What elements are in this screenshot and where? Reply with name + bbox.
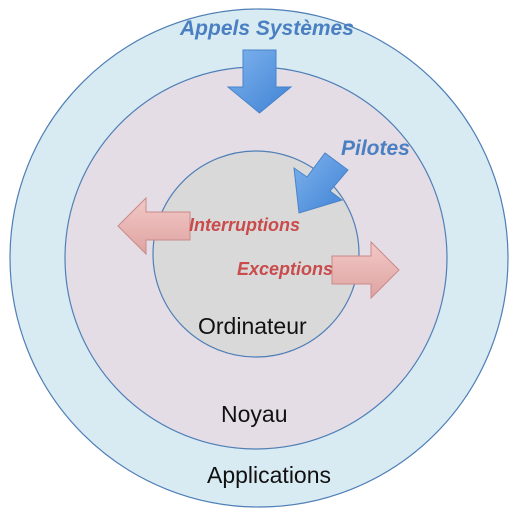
applications-label: Applications	[207, 462, 332, 488]
noyau-label: Noyau	[221, 401, 288, 427]
pilotes-label: Pilotes	[341, 137, 410, 160]
interruptions-label: Interruptions	[189, 215, 300, 235]
exceptions-arrow	[331, 240, 400, 300]
interruptions-arrow	[117, 196, 191, 256]
appels-systemes-arrow	[226, 49, 293, 114]
ordinateur-label: Ordinateur	[198, 313, 307, 339]
exceptions-label: Exceptions	[237, 259, 334, 279]
appels-systemes-label: Appels Systèmes	[180, 17, 354, 40]
pilotes-arrow	[293, 152, 349, 214]
